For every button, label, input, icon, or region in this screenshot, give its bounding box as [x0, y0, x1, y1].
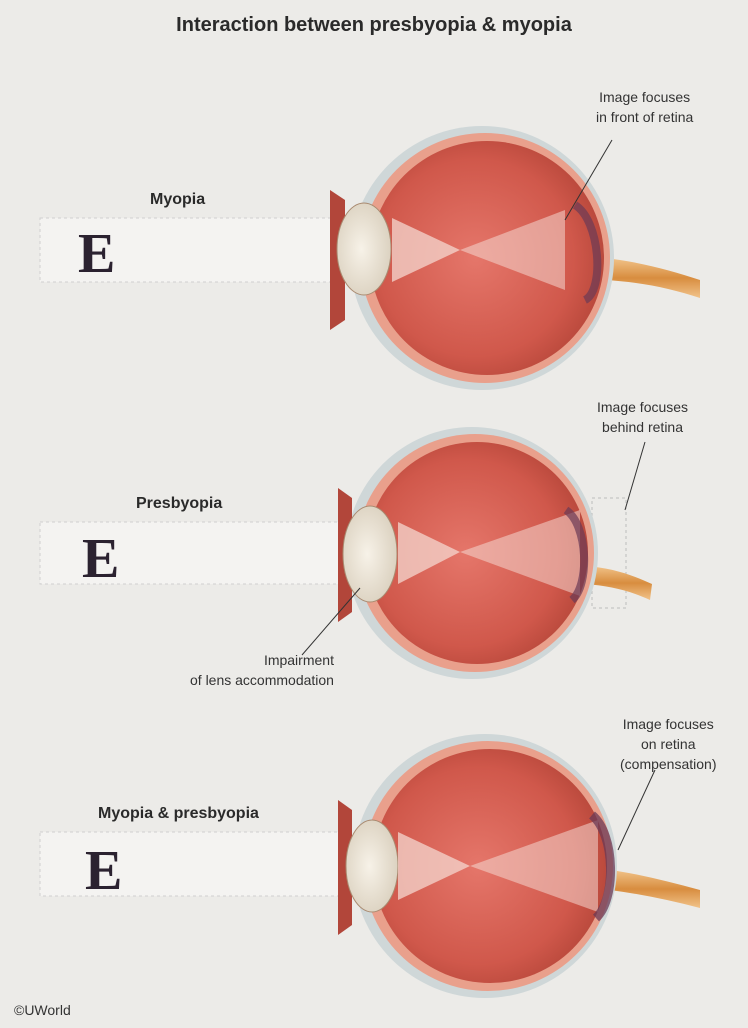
target-letter: E	[85, 840, 122, 902]
pointer-line	[564, 139, 613, 221]
target-letter: E	[82, 528, 119, 590]
light-cone-diverging	[460, 210, 565, 290]
retina	[588, 811, 615, 922]
optic-nerve	[610, 870, 700, 908]
pointer-line	[617, 769, 656, 851]
lens	[336, 202, 392, 296]
panel-myopia	[39, 126, 700, 390]
lens	[342, 505, 398, 603]
annotation-focus-behind: Image focuses behind retina	[597, 399, 689, 435]
panel-myopia-presbyopia	[39, 734, 700, 998]
light-path-box	[39, 217, 341, 283]
pointer-line	[624, 441, 646, 511]
optic-nerve	[585, 566, 652, 600]
light-path-box	[39, 831, 351, 897]
annotation-focus-front: Image focuses in front of retina	[596, 89, 694, 125]
panel-label: Myopia	[150, 191, 206, 208]
annotation-lens-accommodation: Impairment of lens accommodation	[190, 652, 334, 688]
light-cone-converging	[398, 832, 470, 900]
panel-label: Myopia & presbyopia	[98, 805, 259, 822]
page-title: Interaction between presbyopia & myopia	[176, 14, 572, 36]
panel-presbyopia	[39, 427, 652, 679]
target-letter: E	[78, 223, 115, 285]
pointer-line-lens	[301, 587, 361, 656]
copyright: ©UWorld	[14, 1002, 71, 1018]
light-cone-diverging	[460, 510, 580, 596]
optic-nerve	[605, 258, 700, 298]
light-cone-diverging	[470, 820, 598, 912]
annotation-focus-on: Image focuses on retina (compensation)	[620, 716, 717, 772]
retina	[572, 201, 602, 304]
light-cone-converging	[392, 218, 460, 282]
lens	[345, 819, 399, 913]
panel-label: Presbyopia	[136, 495, 223, 512]
retina	[563, 506, 589, 604]
iris	[338, 800, 352, 935]
light-path-box	[39, 521, 341, 585]
light-cone-converging	[398, 522, 460, 584]
